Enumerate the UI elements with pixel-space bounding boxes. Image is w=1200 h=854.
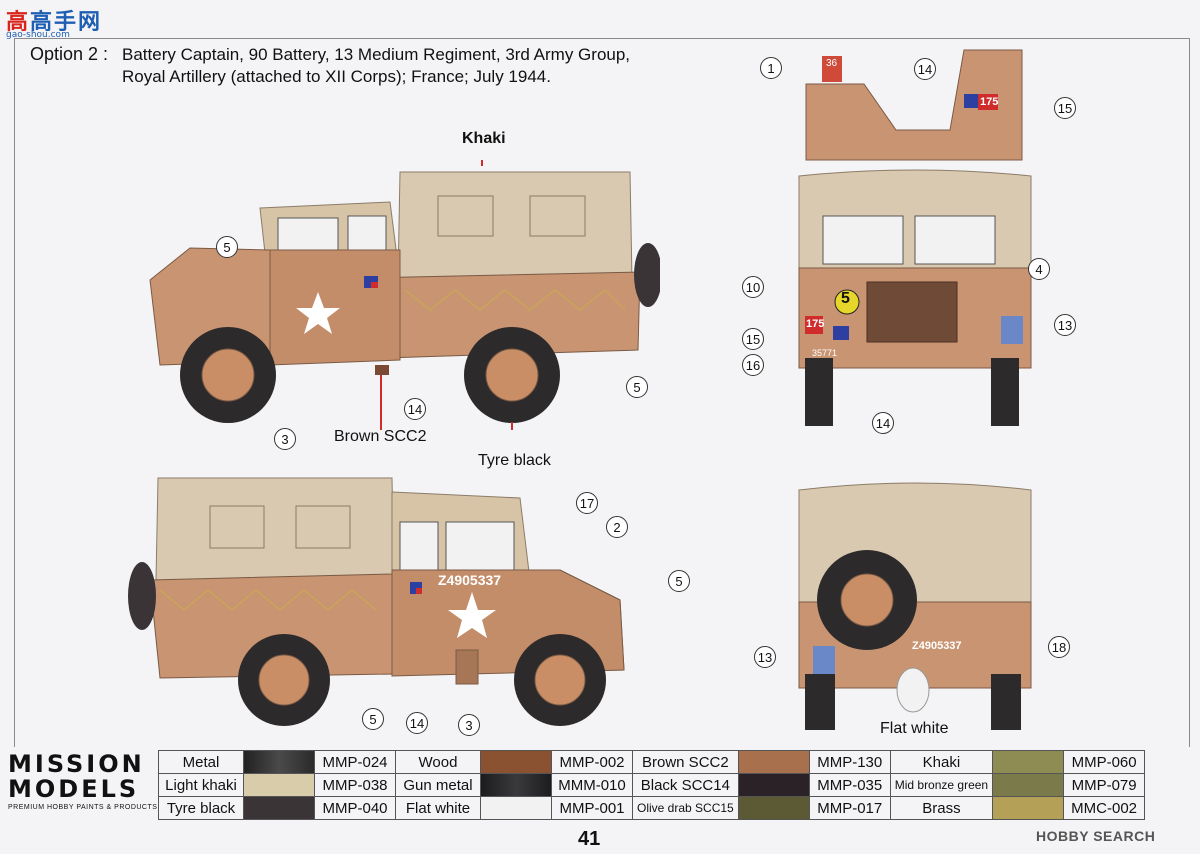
callout-5: 5 [626, 376, 648, 398]
callout-16: 16 [742, 354, 764, 376]
side-registration: Z4905337 [438, 572, 502, 588]
paint-name: Gun metal [395, 773, 481, 797]
site-logo-text: 高手网 [30, 10, 103, 35]
brand-line2: MODELS [8, 775, 140, 803]
callout-14: 14 [872, 412, 894, 434]
callout-13: 13 [754, 646, 776, 668]
paint-code: MMC-002 [1063, 796, 1146, 820]
source-watermark: HOBBY SEARCH [1036, 828, 1156, 844]
option-description: Battery Captain, 90 Battery, 13 Medium R… [122, 44, 682, 88]
front-code: 35771 [812, 348, 838, 358]
option-label: Option 2 : [30, 44, 109, 64]
callout-14: 14 [914, 58, 936, 80]
paint-name: Brown SCC2 [632, 750, 739, 774]
site-logo: 高高手网 [6, 10, 103, 35]
truck-front-view [798, 169, 1032, 426]
paint-swatch [243, 750, 315, 774]
tyre-label: Tyre black [478, 452, 551, 469]
paint-palette-table: Metal MMP-024 Wood MMP-002 Brown SCC2 MM… [158, 750, 1146, 820]
palette-row: Metal MMP-024 Wood MMP-002 Brown SCC2 MM… [158, 750, 1146, 774]
paint-swatch [480, 773, 552, 797]
front-bridge-number: 5 [841, 290, 850, 307]
paint-code: MMP-017 [808, 796, 891, 820]
callout-15: 15 [742, 328, 764, 350]
option-desc-line2: Royal Artillery (attached to XII Corps);… [122, 67, 551, 86]
callout-4: 4 [1028, 258, 1050, 280]
flat-white-label: Flat white [880, 720, 949, 737]
paint-code: MMP-130 [808, 750, 891, 774]
page-frame [14, 38, 1190, 747]
truck-right-side-view [128, 477, 625, 726]
brand-line1: MISSION [8, 750, 145, 778]
option-desc-line1: Battery Captain, 90 Battery, 13 Medium R… [122, 45, 631, 64]
callout-14: 14 [404, 398, 426, 420]
paint-name: Brass [889, 796, 994, 820]
paint-code: MMP-060 [1063, 750, 1146, 774]
page-number: 41 [578, 828, 601, 850]
callout-14: 14 [406, 712, 428, 734]
paint-code: MMP-079 [1063, 773, 1146, 797]
callout-13: 13 [1054, 314, 1076, 336]
paint-swatch [992, 796, 1065, 820]
site-url: gao-shou.com [6, 30, 70, 40]
paint-name: Wood [395, 750, 481, 774]
callout-1: 1 [760, 57, 782, 79]
paint-code: MMP-038 [314, 773, 396, 797]
paint-name: Olive drab SCC15 [632, 796, 739, 820]
paint-swatch [992, 750, 1065, 774]
paint-name: Black SCC14 [632, 773, 739, 797]
paint-code: MMP-035 [808, 773, 891, 797]
paint-swatch [737, 750, 810, 774]
callout-10: 10 [742, 276, 764, 298]
paint-name: Mid bronze green [889, 773, 994, 797]
paint-name: Flat white [395, 796, 481, 820]
paint-swatch [737, 796, 810, 820]
truck-left-side-view [149, 160, 660, 430]
palette-row: Tyre black MMP-040 Flat white MMP-001 Ol… [158, 796, 1146, 820]
truck-top-view [805, 49, 1023, 161]
rear-registration: Z4905337 [912, 640, 962, 652]
callout-5: 5 [668, 570, 690, 592]
callout-2: 2 [606, 516, 628, 538]
paint-swatch [480, 796, 552, 820]
brown-label: Brown SCC2 [334, 428, 427, 445]
palette-row: Light khaki MMP-038 Gun metal MMM-010 Bl… [158, 773, 1146, 797]
callout-3: 3 [458, 714, 480, 736]
callout-5: 5 [362, 708, 384, 730]
paint-swatch [737, 773, 810, 797]
paint-code: MMM-010 [551, 773, 633, 797]
paint-code: MMP-040 [314, 796, 396, 820]
mission-models-logo: MISSION MODELS PREMIUM HOBBY PAINTS & PR… [8, 750, 158, 812]
callout-18: 18 [1048, 636, 1070, 658]
callout-3: 3 [274, 428, 296, 450]
paint-code: MMP-002 [551, 750, 633, 774]
truck-rear-view [798, 482, 1032, 730]
callout-15: 15 [1054, 97, 1076, 119]
paint-name: Metal [158, 750, 244, 774]
paint-swatch [243, 773, 315, 797]
top-plate-36: 36 [826, 58, 838, 69]
callout-17: 17 [576, 492, 598, 514]
paint-name: Light khaki [158, 773, 244, 797]
callout-5: 5 [216, 236, 238, 258]
paint-name: Khaki [889, 750, 994, 774]
paint-code: MMP-001 [551, 796, 633, 820]
paint-swatch [992, 773, 1065, 797]
brand-tagline: PREMIUM HOBBY PAINTS & PRODUCTS [8, 804, 158, 811]
paint-swatch [243, 796, 315, 820]
paint-code: MMP-024 [314, 750, 396, 774]
paint-swatch [480, 750, 552, 774]
paint-name: Tyre black [158, 796, 244, 820]
front-unit-code: 175 [806, 318, 825, 330]
khaki-label: Khaki [462, 130, 506, 147]
top-unit-code: 175 [980, 96, 999, 108]
